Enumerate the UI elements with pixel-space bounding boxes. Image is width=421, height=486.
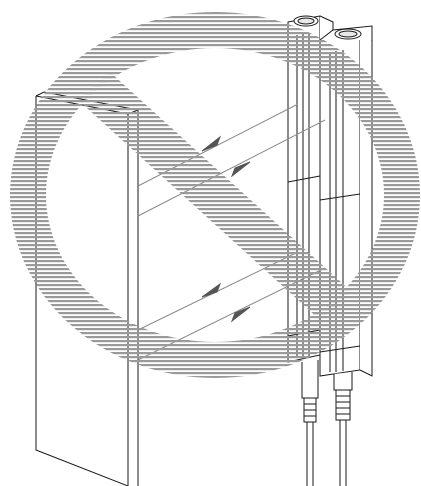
prohibition-icon: [10, 12, 420, 378]
receiver-cable: [333, 372, 353, 486]
emitter-cable: [301, 360, 319, 486]
arrow-left-icon: [201, 135, 222, 152]
arrow-right-icon: [230, 161, 251, 178]
arrow-left-icon: [201, 282, 222, 298]
arrow-right-icon: [230, 306, 251, 323]
beam-direction-arrows: [201, 135, 251, 323]
